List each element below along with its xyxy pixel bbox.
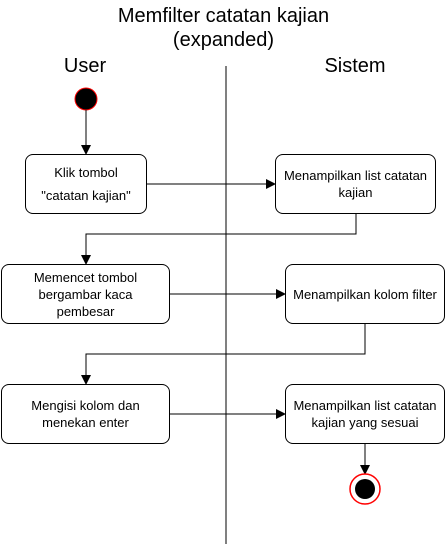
- lane-label-user: User: [63, 55, 107, 77]
- system-step-1-line-1: Menampilkan list catatan: [283, 168, 428, 183]
- diagram-title: Memfilter catatan kajian (expanded): [0, 4, 447, 52]
- user-step-click-button: Klik tombol "catatan kajian": [25, 154, 147, 214]
- user-step-2-line-2: bergambar kaca: [38, 286, 133, 302]
- title-line-2: (expanded): [172, 29, 275, 51]
- user-step-1-line-1: Klik tombol: [54, 165, 118, 180]
- system-step-3-line-1: Menampilkan list catatan: [293, 398, 437, 413]
- system-step-3-line-2: kajian yang sesuai: [311, 415, 419, 430]
- system-step-1-line-2: kajian: [338, 185, 373, 200]
- user-step-3-line-1: Mengisi kolom dan: [31, 398, 140, 413]
- title-line-1: Memfilter catatan kajian: [117, 5, 330, 27]
- user-step-1-line-2: "catatan kajian": [41, 188, 131, 203]
- user-step-press-search-button: Memencet tombol bergambar kaca pembesar: [1, 264, 170, 324]
- user-step-fill-filter: Mengisi kolom dan menekan enter: [1, 384, 170, 444]
- user-step-2-line-1: Memencet tombol: [33, 269, 138, 285]
- user-step-3-line-2: menekan enter: [42, 415, 129, 430]
- system-step-show-filter: Menampilkan kolom filter: [285, 264, 445, 324]
- user-step-2-line-3: pembesar: [56, 303, 115, 319]
- initial-node: [74, 87, 98, 111]
- system-step-show-list: Menampilkan list catatan kajian: [275, 154, 436, 214]
- flow-sys-1-to-user-2: [81, 214, 357, 265]
- system-step-show-matching-list: Menampilkan list catatan kajian yang ses…: [285, 384, 445, 444]
- system-step-2-line-1: Menampilkan kolom filter: [293, 286, 437, 302]
- final-node-core: [355, 479, 375, 499]
- lane-label-system: Sistem: [324, 55, 386, 77]
- flow-sys-2-to-user-3: [81, 324, 366, 385]
